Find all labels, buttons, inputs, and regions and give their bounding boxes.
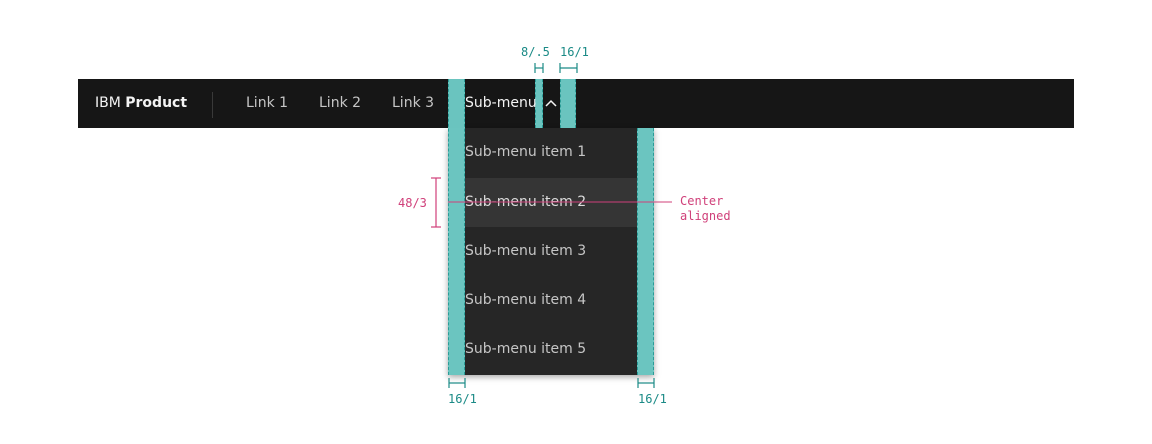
header-divider: [212, 92, 213, 118]
gap-measure-bracket: [534, 63, 544, 73]
top-padding-measure-bracket: [559, 63, 578, 73]
nav-link-3[interactable]: Link 3: [392, 95, 435, 111]
submenu-item-1[interactable]: Sub-menu item 1: [448, 128, 654, 177]
gap-measure-label: 8/.5: [521, 45, 550, 59]
submenu-item-label: Sub-menu item 5: [465, 341, 587, 357]
right-padding-measure-label: 16/1: [638, 392, 667, 406]
top-padding-measure-label: 16/1: [560, 45, 589, 59]
left-padding-measure-bracket: [448, 378, 466, 388]
center-aligned-label-line-2: aligned: [680, 209, 731, 223]
left-padding-measure-label: 16/1: [448, 392, 477, 406]
submenu-item-4[interactable]: Sub-menu item 4: [448, 276, 654, 325]
nav-link-1[interactable]: Link 1: [246, 95, 289, 111]
item-height-measure-label: 48/3: [398, 196, 427, 210]
submenu-item-label: Sub-menu item 1: [465, 144, 587, 160]
submenu-item-label: Sub-menu item 4: [465, 292, 587, 308]
brand-name[interactable]: IBM Product: [95, 79, 187, 128]
submenu-item-label: Sub-menu item 3: [465, 243, 587, 259]
trailing-padding-overlay: [560, 79, 576, 128]
item-height-measure-bracket: [431, 177, 441, 228]
gap-overlay: [535, 79, 543, 128]
chevron-up-icon[interactable]: [544, 97, 558, 109]
center-aligned-label-line-1: Center: [680, 194, 724, 208]
right-padding-measure-bracket: [637, 378, 655, 388]
submenu-trigger[interactable]: Sub-menu: [465, 95, 537, 111]
submenu-item-5[interactable]: Sub-menu item 5: [448, 325, 654, 374]
brand-prefix: IBM: [95, 95, 121, 111]
brand-product: Product: [125, 95, 188, 111]
nav-link-2[interactable]: Link 2: [319, 95, 362, 111]
submenu-item-3[interactable]: Sub-menu item 3: [448, 227, 654, 276]
right-padding-overlay: [637, 128, 654, 375]
left-padding-overlay: [448, 79, 465, 375]
submenu-panel: Sub-menu item 1 Sub-menu item 2 Sub-menu…: [448, 128, 654, 375]
header-bar: IBM Product Link 1 Link 2 Link 3: [78, 79, 1074, 128]
